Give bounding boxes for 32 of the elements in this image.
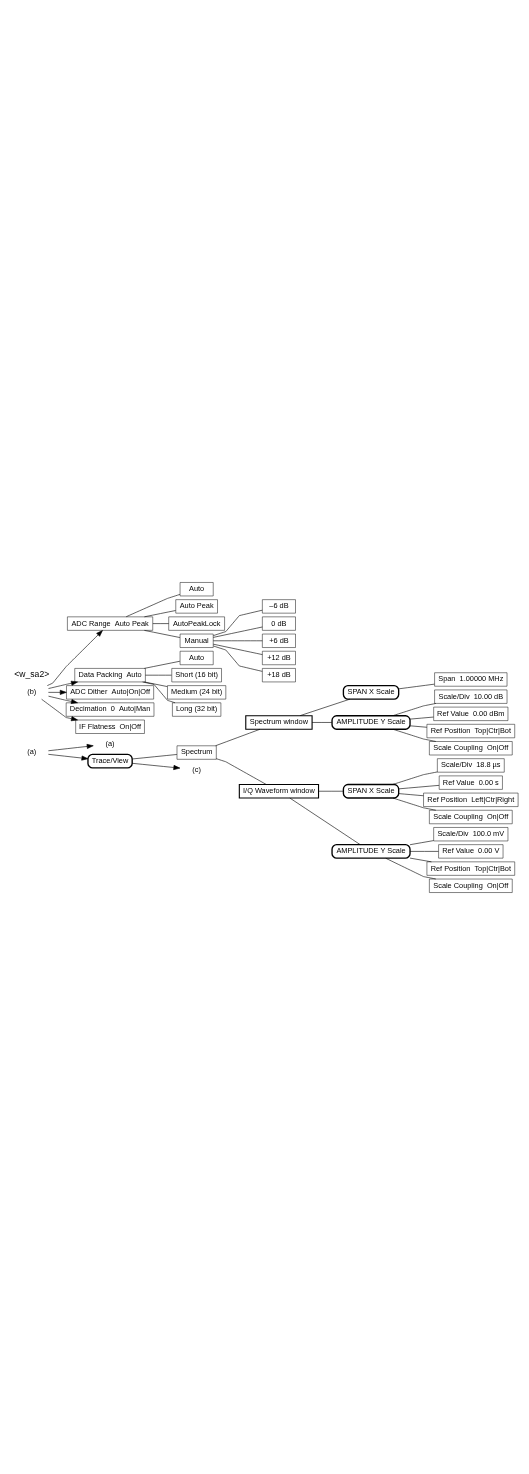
connector (131, 753, 178, 759)
connector (392, 771, 438, 785)
connector (398, 784, 440, 789)
arrow (41, 698, 78, 721)
connector (385, 857, 437, 879)
arrow (131, 762, 181, 770)
connector (392, 702, 437, 716)
arrow (48, 689, 67, 695)
connector (144, 629, 181, 638)
connector (392, 797, 437, 811)
arrow (48, 753, 89, 760)
arrow (48, 680, 78, 689)
connector (409, 857, 432, 862)
connector (142, 681, 176, 703)
connector (299, 698, 351, 716)
connector (409, 839, 434, 845)
connector (409, 850, 439, 852)
connector (311, 721, 333, 723)
connector (409, 725, 428, 728)
connector (398, 792, 424, 796)
connector (289, 797, 361, 845)
arrow (48, 695, 78, 704)
connector (392, 728, 437, 742)
connector (144, 609, 176, 617)
connector (216, 757, 267, 785)
arrow (48, 743, 94, 751)
connector (398, 683, 435, 689)
connector (318, 790, 344, 792)
label: <w_sa2> (14, 668, 50, 679)
connector (409, 716, 434, 719)
connector (215, 728, 261, 746)
arrow (47, 629, 103, 686)
